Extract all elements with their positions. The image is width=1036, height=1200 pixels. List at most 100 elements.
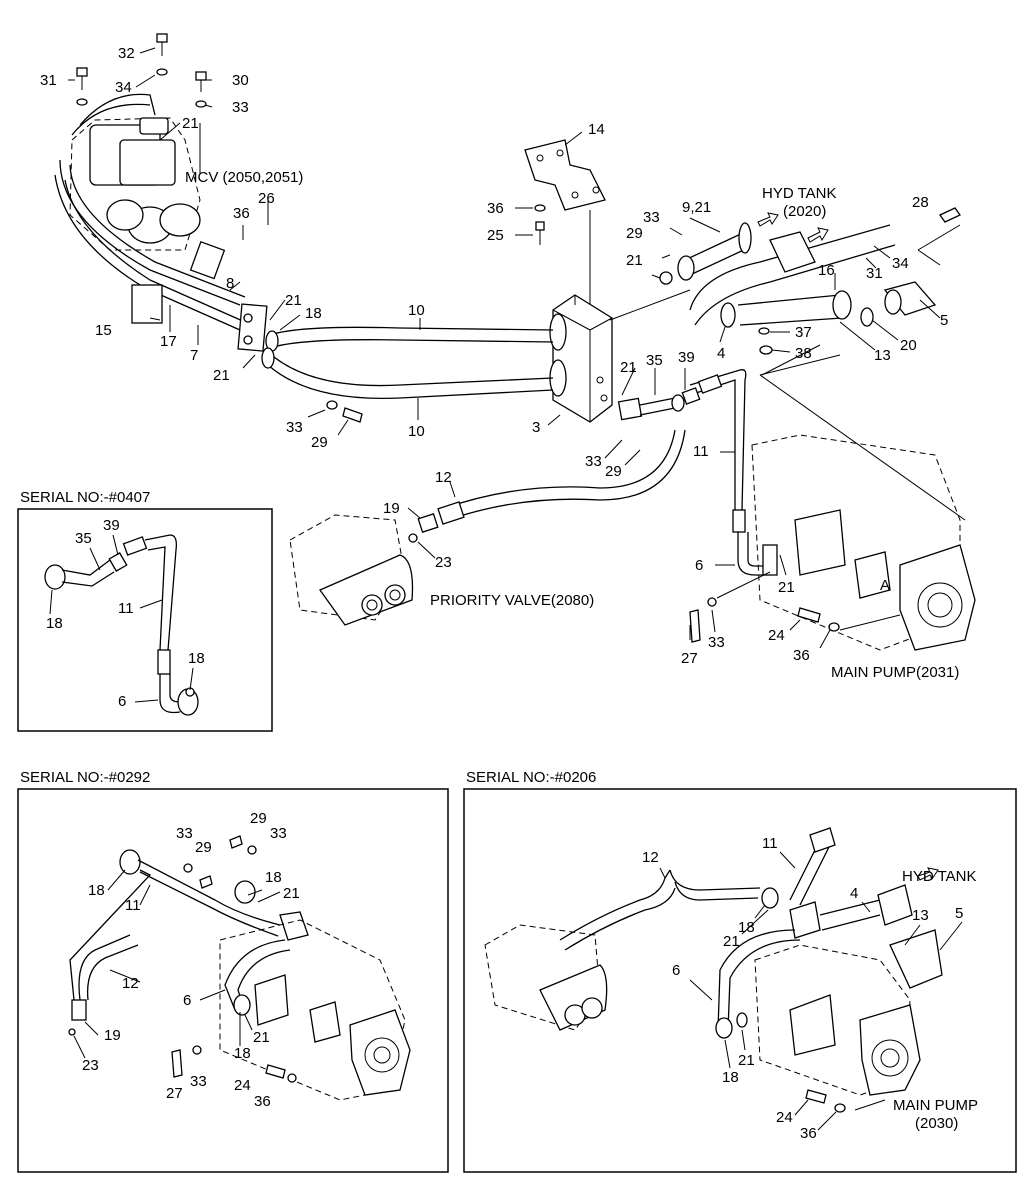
caption-serial-0206: SERIAL NO:-#0206 xyxy=(466,769,596,786)
frame-serial-0407 xyxy=(17,508,273,732)
serial-0292-assembly xyxy=(68,835,411,1101)
callout: 29 xyxy=(311,434,328,451)
leaders-sub xyxy=(49,534,963,1131)
callout: 35 xyxy=(646,352,663,369)
callouts-serial-0407: 35 39 18 11 18 6 xyxy=(46,517,205,710)
serial-0206-assembly xyxy=(484,827,943,1113)
callout: 29 xyxy=(626,225,643,242)
fitting-35-39 xyxy=(617,374,723,421)
callout: 23 xyxy=(435,554,452,571)
callout: 11 xyxy=(693,443,709,460)
callout: 33 xyxy=(708,634,725,651)
callout: 36 xyxy=(233,205,250,222)
bolt-31 xyxy=(76,67,88,106)
mcv-assembly xyxy=(54,93,268,352)
callout: 39 xyxy=(103,517,120,534)
callout: 10 xyxy=(408,302,425,319)
callout: 16 xyxy=(818,262,835,279)
callout: 21 xyxy=(283,885,300,902)
callout: 18 xyxy=(88,882,105,899)
callout: 13 xyxy=(912,907,929,924)
frame-serial-0292 xyxy=(17,788,449,1173)
callout: 32 xyxy=(118,45,135,62)
callout: 25 xyxy=(487,227,504,244)
callout: 36 xyxy=(487,200,504,217)
main-pump xyxy=(751,354,976,651)
callout: 24 xyxy=(234,1077,251,1094)
bolt-28 xyxy=(917,207,961,266)
callout: 11 xyxy=(118,600,134,617)
callout: 3 xyxy=(532,419,540,436)
bracket-14 xyxy=(524,139,606,305)
callout: 18 xyxy=(722,1069,739,1086)
callouts-main: 32 31 34 30 33 21 36 26 14 9,21 28 29 33… xyxy=(40,45,948,667)
callout: 18 xyxy=(188,650,205,667)
callout: 27 xyxy=(166,1085,183,1102)
callout: 12 xyxy=(122,975,139,992)
callout: 11 xyxy=(125,897,141,914)
callout: 24 xyxy=(776,1109,793,1126)
callout: 21 xyxy=(738,1052,755,1069)
arrow-hyd-tank-2 xyxy=(807,227,829,243)
callout: 4 xyxy=(850,885,858,902)
callout: 18 xyxy=(46,615,63,632)
bolt-27-main xyxy=(689,571,771,643)
caption-hyd-tank: HYD TANK xyxy=(762,185,836,202)
hose-12 xyxy=(408,429,686,543)
caption-mcv: MCV (2050,2051) xyxy=(185,169,303,186)
callout: 36 xyxy=(793,647,810,664)
callout: 15 xyxy=(95,322,112,339)
callout: 23 xyxy=(82,1057,99,1074)
serial-0407-assembly xyxy=(44,534,199,716)
callout: 29 xyxy=(605,463,622,480)
callout: 9,21 xyxy=(682,199,711,216)
callout: 33 xyxy=(585,453,602,470)
callout: 19 xyxy=(104,1027,121,1044)
bolt-24-main xyxy=(797,607,901,632)
caption-serial-0292: SERIAL NO:-#0292 xyxy=(20,769,150,786)
callout: 19 xyxy=(383,500,400,517)
arrow-hyd-tank-1 xyxy=(757,212,779,227)
callout: 39 xyxy=(678,349,695,366)
caption-view-a: A xyxy=(880,577,890,594)
callout: 6 xyxy=(183,992,191,1009)
callout: 18 xyxy=(265,869,282,886)
callout: 34 xyxy=(115,79,132,96)
callout: 28 xyxy=(912,194,929,211)
callout: 31 xyxy=(866,265,883,282)
callout: 33 xyxy=(270,825,287,842)
callout: 18 xyxy=(305,305,322,322)
priority-valve xyxy=(289,514,414,626)
callout: 27 xyxy=(681,650,698,667)
callout: 24 xyxy=(768,627,785,644)
callout: 6 xyxy=(672,962,680,979)
caption-serial-0407: SERIAL NO:-#0407 xyxy=(20,489,150,506)
callout: 26 xyxy=(258,190,275,207)
callout: 21 xyxy=(723,933,740,950)
hyd-tank-pipes xyxy=(609,222,937,355)
callout: 14 xyxy=(588,121,605,138)
caption-hyd-tank-ref: (2020) xyxy=(783,203,826,220)
caption-main-pump: MAIN PUMP(2031) xyxy=(831,664,959,681)
callout: 8 xyxy=(226,275,234,292)
callout: 7 xyxy=(190,347,198,364)
callout: 4 xyxy=(717,345,725,362)
bolt-29-center xyxy=(326,400,363,423)
frame-serial-0206 xyxy=(463,788,1017,1173)
callout: 10 xyxy=(408,423,425,440)
block-3 xyxy=(549,294,613,423)
callout: 20 xyxy=(900,337,917,354)
callout: 37 xyxy=(795,324,812,341)
callout: 5 xyxy=(955,905,963,922)
callout: 33 xyxy=(190,1073,207,1090)
callout: 29 xyxy=(195,839,212,856)
callouts-serial-0206: 11 12 4 18 21 13 5 6 21 18 24 36 xyxy=(642,835,963,1142)
callout: 11 xyxy=(762,835,778,852)
callout: 31 xyxy=(40,72,57,89)
callout: 34 xyxy=(892,255,909,272)
callout: 18 xyxy=(738,919,755,936)
callout: 21 xyxy=(213,367,230,384)
callouts-serial-0292: 33 29 29 33 18 11 18 21 12 6 19 23 21 18… xyxy=(82,810,300,1110)
callout: 17 xyxy=(160,333,177,350)
